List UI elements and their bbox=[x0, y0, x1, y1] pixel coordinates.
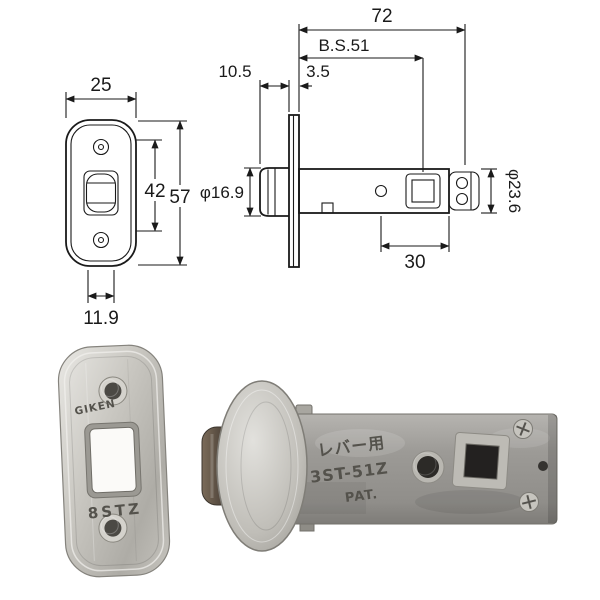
dim-body-dia-label: φ23.6 bbox=[505, 169, 524, 213]
dim-latch-span-label: 42 bbox=[144, 181, 165, 202]
faceplate-photo: GIKEN 8STZ bbox=[57, 344, 171, 578]
side-pin-hole bbox=[538, 461, 548, 471]
dim-tail-label: 30 bbox=[404, 252, 425, 273]
dim-protrusion-label: 10.5 bbox=[218, 62, 251, 81]
dim-front-width-label: 25 bbox=[90, 75, 111, 96]
latch-body-photo: レバー用 3ST-51Z PAT. bbox=[201, 380, 558, 552]
faceplate-photo-screw-hole-top bbox=[98, 376, 128, 406]
spindle-hole-photo bbox=[451, 431, 511, 491]
side-view-drawing: 72 B.S.51 10.5 3.5 φ16.9 φ23.6 30 bbox=[200, 6, 524, 273]
dim-latch-dia-label: φ16.9 bbox=[200, 183, 244, 202]
dim-plate-span-label: 57 bbox=[169, 187, 190, 208]
faceplate-outline bbox=[65, 119, 137, 267]
dim-backset-label: B.S.51 bbox=[318, 36, 369, 55]
spindle-square bbox=[411, 179, 435, 203]
faceplate-inner-line bbox=[70, 124, 132, 262]
mount-hole-photo bbox=[411, 450, 445, 484]
mount-hole bbox=[374, 184, 388, 198]
latch-bolt-front bbox=[85, 173, 117, 213]
dim-plate-thickness-label: 3.5 bbox=[306, 62, 330, 81]
faceplate-photo-cutout bbox=[84, 421, 142, 499]
latch-bolt-side bbox=[259, 167, 289, 217]
case-screw-bottom bbox=[519, 492, 539, 512]
dim-overall-length-label: 72 bbox=[371, 6, 392, 27]
spindle-hub bbox=[405, 173, 441, 209]
case-screw-top bbox=[513, 419, 533, 439]
dim-latch-width-label: 11.9 bbox=[83, 308, 119, 329]
latch-cutout bbox=[83, 170, 119, 216]
screw-hole-top bbox=[92, 138, 110, 156]
body-notch bbox=[321, 202, 334, 214]
screw-hole-bottom bbox=[92, 231, 110, 249]
rose-flange bbox=[216, 380, 308, 552]
faceplate-photo-screw-hole-bottom bbox=[98, 513, 128, 543]
rear-cap bbox=[448, 171, 480, 211]
body-stamp-line3: PAT. bbox=[344, 487, 379, 506]
front-view-drawing: 25 42 57 11.9 bbox=[65, 75, 191, 329]
model-stamp: 8STZ bbox=[87, 499, 143, 522]
